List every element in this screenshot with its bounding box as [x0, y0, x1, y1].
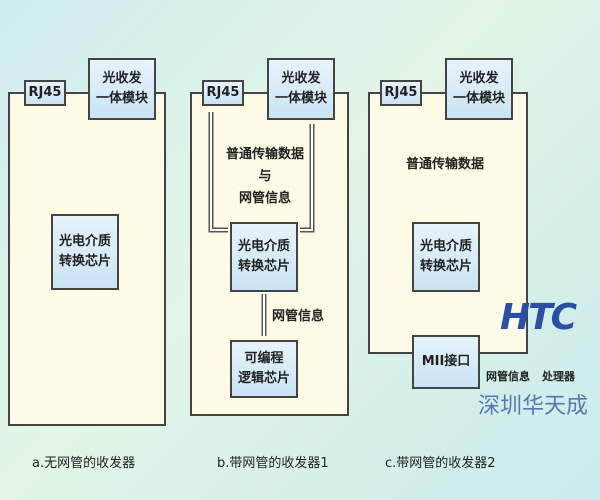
watermark-logo: HTC	[500, 297, 577, 338]
mgmt-label-b: 网管信息	[272, 309, 325, 324]
optical-module-b: 光收发 一体模块	[267, 58, 335, 120]
conversion-chip-b: 光电介质 转换芯片	[230, 222, 298, 292]
data-label-c: 普通传输数据	[405, 157, 484, 172]
caption-a: a.无网管的收发器	[32, 456, 136, 471]
caption-c: c.带网管的收发器2	[385, 456, 496, 471]
conversion-chip-a: 光电介质 转换芯片	[51, 214, 119, 290]
optical-module-a: 光收发 一体模块	[88, 58, 156, 120]
mgmt-label-c: 网管信息	[486, 370, 530, 383]
caption-b: b.带网管的收发器1	[217, 456, 329, 471]
rj45-port-b: RJ45	[202, 80, 244, 106]
rj45-port-a: RJ45	[24, 80, 66, 106]
conversion-chip-c: 光电介质 转换芯片	[412, 222, 480, 292]
data-mgmt-label-b: 普通传输数据 与 网管信息	[225, 147, 304, 206]
mii-interface-c: MII接口	[412, 335, 480, 389]
rj45-port-c: RJ45	[380, 80, 422, 106]
optical-module-c: 光收发 一体模块	[445, 58, 513, 120]
logic-chip-b: 可编程 逻辑芯片	[230, 340, 298, 398]
processor-label-c: 处理器	[542, 370, 575, 383]
watermark-text: 深圳华天成	[478, 394, 589, 419]
